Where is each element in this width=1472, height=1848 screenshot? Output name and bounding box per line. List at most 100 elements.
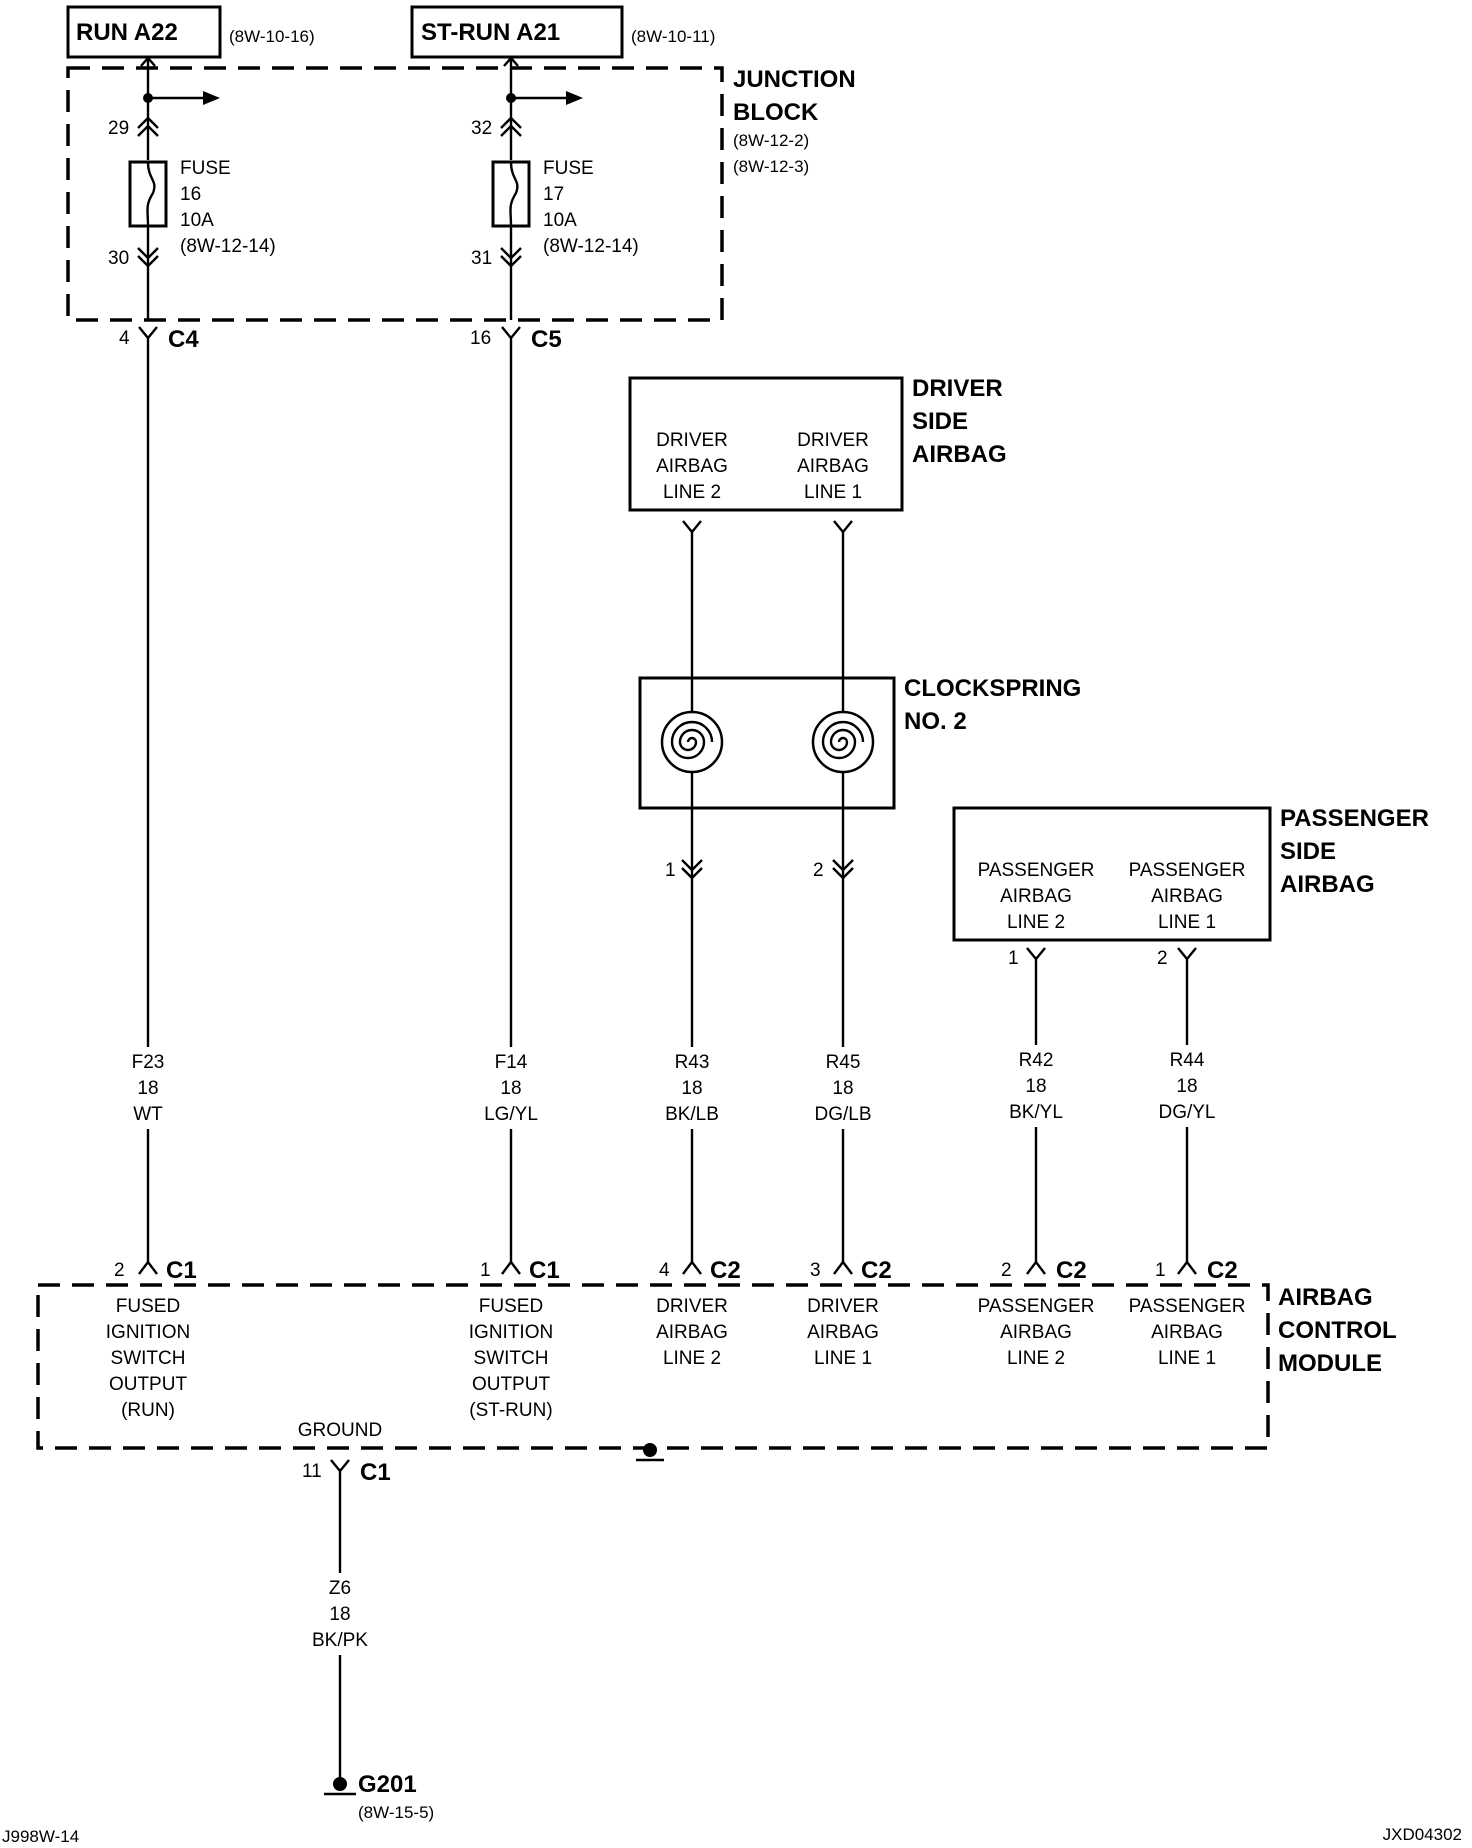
acm-pin-dl2-d1: DRIVER <box>656 1296 728 1317</box>
acm-pin-driver-line2: 4 C2 DRIVER AIRBAG LINE 2 <box>656 1257 741 1369</box>
wire-r43-gauge: 18 <box>681 1078 702 1099</box>
acm-pin-dl1-d2: AIRBAG <box>807 1322 879 1343</box>
wire-label-z6: Z6 18 BK/PK <box>300 1573 380 1655</box>
wire-label-f14: F14 18 LG/YL <box>471 1047 551 1129</box>
passenger-airbag-line1-c: LINE 1 <box>1158 912 1216 933</box>
driver-side-airbag: DRIVER SIDE AIRBAG DRIVER AIRBAG LINE 2 … <box>628 375 1007 534</box>
footer-right-code: JXD04302 <box>1383 1825 1462 1844</box>
wire-r45-circuit: R45 <box>826 1052 861 1073</box>
wire-z6-gauge: 18 <box>329 1604 350 1625</box>
driver-airbag-line2-c: LINE 2 <box>663 482 721 503</box>
source-run-label: RUN A22 <box>76 19 178 46</box>
ground-point-name: G201 <box>358 1771 417 1798</box>
acm-pin-dl2-conn: C2 <box>710 1257 741 1284</box>
fuse-17-l4: (8W-12-14) <box>543 236 639 257</box>
connector-c5: 16 C5 <box>470 326 562 353</box>
acm-pin-passenger-line1: 1 C2 PASSENGER AIRBAG LINE 1 <box>1129 1257 1246 1369</box>
source-strun-a21: ST-RUN A21 (8W-10-11) <box>410 5 715 59</box>
wire-label-f23: F23 18 WT <box>118 1047 178 1129</box>
driver-airbag-line2-a: DRIVER <box>656 430 728 451</box>
wire-r45-color: DG/LB <box>814 1104 871 1125</box>
passenger-airbag-title2: SIDE <box>1280 838 1336 865</box>
acm-pin-run-d2: IGNITION <box>106 1322 190 1343</box>
passenger-side-airbag: PASSENGER SIDE AIRBAG PASSENGER AIRBAG L… <box>952 805 1429 969</box>
acm-pin-strun-conn: C1 <box>529 1257 560 1284</box>
source-strun-label: ST-RUN A21 <box>421 19 560 46</box>
acm-pin-strun-d4: OUTPUT <box>472 1374 551 1395</box>
acm-pin-driver-line1: 3 C2 DRIVER AIRBAG LINE 1 <box>807 1257 892 1369</box>
wire-f14-color: LG/YL <box>484 1104 538 1125</box>
fuse-17-l2: 17 <box>543 184 564 205</box>
fuse-17-in-pin: 32 <box>471 118 492 139</box>
acm-title2: CONTROL <box>1278 1317 1397 1344</box>
clockspring-title1: CLOCKSPRING <box>904 675 1081 702</box>
source-run-a22: RUN A22 (8W-10-16) <box>66 5 315 59</box>
acm-pin-dl1-num: 3 <box>810 1260 821 1281</box>
passenger-airbag-line1-b: AIRBAG <box>1151 886 1223 907</box>
wire-f23-gauge: 18 <box>137 1078 158 1099</box>
driver-airbag-title3: AIRBAG <box>912 441 1007 468</box>
acm-ground-conn: C1 <box>360 1459 391 1486</box>
wire-r44-gauge: 18 <box>1176 1076 1197 1097</box>
fuse-17-l1: FUSE <box>543 158 594 179</box>
ground-point-ref: (8W-15-5) <box>358 1803 434 1822</box>
wire-f23-circuit: F23 <box>132 1052 165 1073</box>
passenger-airbag-pin-2: 2 <box>1157 948 1168 969</box>
wire-label-r42: R42 18 BK/YL <box>996 1045 1076 1127</box>
passenger-airbag-line2-c: LINE 2 <box>1007 912 1065 933</box>
driver-airbag-line2-b: AIRBAG <box>656 456 728 477</box>
acm-pin-pl1-d1: PASSENGER <box>1129 1296 1246 1317</box>
acm-pin-dl2-d2: AIRBAG <box>656 1322 728 1343</box>
acm-pin-run-conn: C1 <box>166 1257 197 1284</box>
ground-icon <box>333 1777 347 1791</box>
wire-r42-color: BK/YL <box>1009 1102 1063 1123</box>
clockspring-pin-2: 2 <box>813 860 824 881</box>
wire-f14-gauge: 18 <box>500 1078 521 1099</box>
clockspring-no2: CLOCKSPRING NO. 2 1 2 <box>638 675 1081 881</box>
source-run-ref: (8W-10-16) <box>229 27 315 46</box>
junction-block-title2: BLOCK <box>733 99 819 126</box>
wire-f14-circuit: F14 <box>495 1052 528 1073</box>
fuse-16-l3: 10A <box>180 210 214 231</box>
acm-pin-strun: 1 C1 FUSED IGNITION SWITCH OUTPUT (ST-RU… <box>469 1257 560 1421</box>
driver-airbag-line1-c: LINE 1 <box>804 482 862 503</box>
fuse-17-l3: 10A <box>543 210 577 231</box>
fuse-17-out-pin: 31 <box>471 248 492 269</box>
acm-pin-strun-num: 1 <box>480 1260 491 1281</box>
connector-c4-pin: 4 <box>119 328 130 349</box>
clockspring-title2: NO. 2 <box>904 708 967 735</box>
wire-f23-color: WT <box>133 1104 163 1125</box>
acm-pin-dl1-d1: DRIVER <box>807 1296 879 1317</box>
acm-pin-pl1-conn: C2 <box>1207 1257 1238 1284</box>
junction-block: JUNCTION BLOCK (8W-12-2) (8W-12-3) <box>66 66 856 322</box>
wire-r44-color: DG/YL <box>1158 1102 1215 1123</box>
acm-internal-ground-icon <box>636 1443 664 1462</box>
acm-pin-pl2-d3: LINE 2 <box>1007 1348 1065 1369</box>
junction-block-title1: JUNCTION <box>733 66 856 93</box>
acm-pin-pl2-d1: PASSENGER <box>978 1296 1095 1317</box>
fuse-16-l2: 16 <box>180 184 201 205</box>
clockspring-coil-b <box>811 710 875 774</box>
connector-c4: 4 C4 <box>119 326 199 353</box>
acm-pin-run: 2 C1 FUSED IGNITION SWITCH OUTPUT (RUN) <box>106 1257 197 1421</box>
acm-pin-pl1-d3: LINE 1 <box>1158 1348 1216 1369</box>
acm-pin-run-d3: SWITCH <box>111 1348 186 1369</box>
connector-c5-pin: 16 <box>470 328 491 349</box>
ground-point-g201: G201 (8W-15-5) <box>324 1771 434 1822</box>
wire-r43-circuit: R43 <box>675 1052 710 1073</box>
acm-pin-pl1-num: 1 <box>1155 1260 1166 1281</box>
clockspring-pin-1: 1 <box>665 860 676 881</box>
connector-c4-name: C4 <box>168 326 199 353</box>
fuse-16-out-pin: 30 <box>108 248 129 269</box>
acm-pin-pl2-num: 2 <box>1001 1260 1012 1281</box>
wire-z6-color: BK/PK <box>312 1630 368 1651</box>
fuse-16-l1: FUSE <box>180 158 231 179</box>
junction-block-ref2: (8W-12-3) <box>733 157 809 176</box>
acm-pin-passenger-line2: 2 C2 PASSENGER AIRBAG LINE 2 <box>978 1257 1095 1369</box>
source-strun-ref: (8W-10-11) <box>631 27 715 46</box>
wire-r44-circuit: R44 <box>1170 1050 1205 1071</box>
wire-label-r44: R44 18 DG/YL <box>1147 1045 1227 1127</box>
passenger-airbag-line1-a: PASSENGER <box>1129 860 1246 881</box>
acm-pin-dl1-d3: LINE 1 <box>814 1348 872 1369</box>
